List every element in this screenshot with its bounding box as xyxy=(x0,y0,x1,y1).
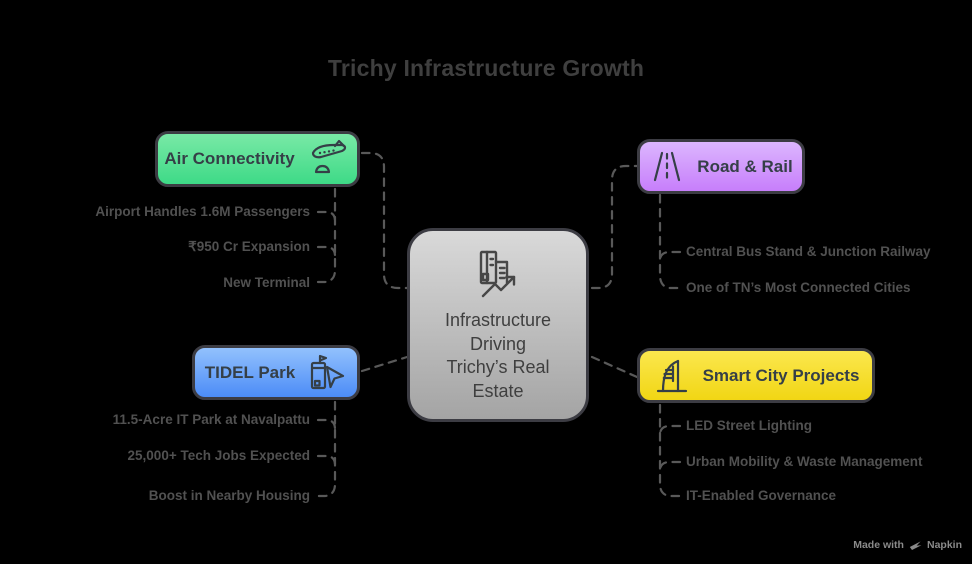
central-label-line-2: Driving xyxy=(469,333,526,354)
branch-item: Central Bus Stand & Junction Railway xyxy=(686,244,931,259)
central-label-line-1: Infrastructure xyxy=(444,310,552,330)
sail-building-icon xyxy=(656,359,687,392)
branch-item: 11.5-Acre IT Park at Navalpattu xyxy=(112,412,310,427)
connector-air-item-2 xyxy=(316,245,337,258)
branch-node-air-connectivity: Air Connectivity xyxy=(155,131,360,187)
airplane-cloud-icon xyxy=(311,139,346,174)
connector-tidel-to-center xyxy=(360,355,409,373)
branch-item: Boost in Nearby Housing xyxy=(148,488,310,503)
central-node: Infrastructure Driving Trichy’s Real Est… xyxy=(407,228,589,422)
branch-label-road-rail: Road & Rail xyxy=(697,156,793,176)
central-label-line-4: Estate xyxy=(472,380,524,401)
road-icon xyxy=(654,151,681,181)
city-growth-icon xyxy=(479,250,516,298)
branch-item: ₹950 Cr Expansion xyxy=(188,239,310,254)
central-label-line-3: Trichy’s Real xyxy=(446,357,550,377)
connector-tidel-item-2 xyxy=(316,454,337,467)
diagram-title: Trichy Infrastructure Growth xyxy=(327,55,645,81)
connector-air-to-center xyxy=(360,151,409,290)
connector-center-to-road xyxy=(590,164,639,290)
connector-air-item-1 xyxy=(316,210,337,223)
napkin-logo-icon xyxy=(909,540,922,550)
branch-node-tidel-park: TIDEL Park xyxy=(192,345,360,400)
connector-road-items-trunk xyxy=(658,193,682,290)
branch-item: New Terminal xyxy=(223,275,310,290)
building-navigation-icon xyxy=(311,354,345,389)
branch-label-tidel-park: TIDEL Park xyxy=(204,362,296,382)
connector-smart-items-trunk xyxy=(658,403,682,498)
branch-item: 25,000+ Tech Jobs Expected xyxy=(127,448,310,463)
connector-tidel-items-trunk xyxy=(316,400,337,498)
branch-label-smart-city: Smart City Projects xyxy=(702,365,860,385)
connector-center-to-smart xyxy=(590,355,639,379)
branch-node-smart-city: Smart City Projects xyxy=(637,348,875,403)
branch-item: LED Street Lighting xyxy=(686,418,812,433)
watermark-brand: Napkin xyxy=(926,539,962,551)
branch-item: IT-Enabled Governance xyxy=(686,488,837,503)
connector-smart-item-1 xyxy=(658,424,682,437)
watermark-prefix: Made with xyxy=(853,539,904,551)
branch-label-air-connectivity: Air Connectivity xyxy=(164,149,295,168)
branch-item: Airport Handles 1.6M Passengers xyxy=(95,204,310,219)
connector-air-items-trunk xyxy=(316,187,337,284)
connector-tidel-item-1 xyxy=(316,418,337,431)
branch-node-road-rail: Road & Rail xyxy=(637,139,805,194)
branch-item: Urban Mobility & Waste Management xyxy=(686,454,923,469)
connector-smart-item-2 xyxy=(658,460,682,473)
watermark: Made with Napkin xyxy=(853,539,962,551)
connector-road-item-1 xyxy=(658,250,682,263)
branch-item: One of TN’s Most Connected Cities xyxy=(686,280,911,295)
central-node-label: Infrastructure Driving Trichy’s Real Est… xyxy=(445,309,551,403)
